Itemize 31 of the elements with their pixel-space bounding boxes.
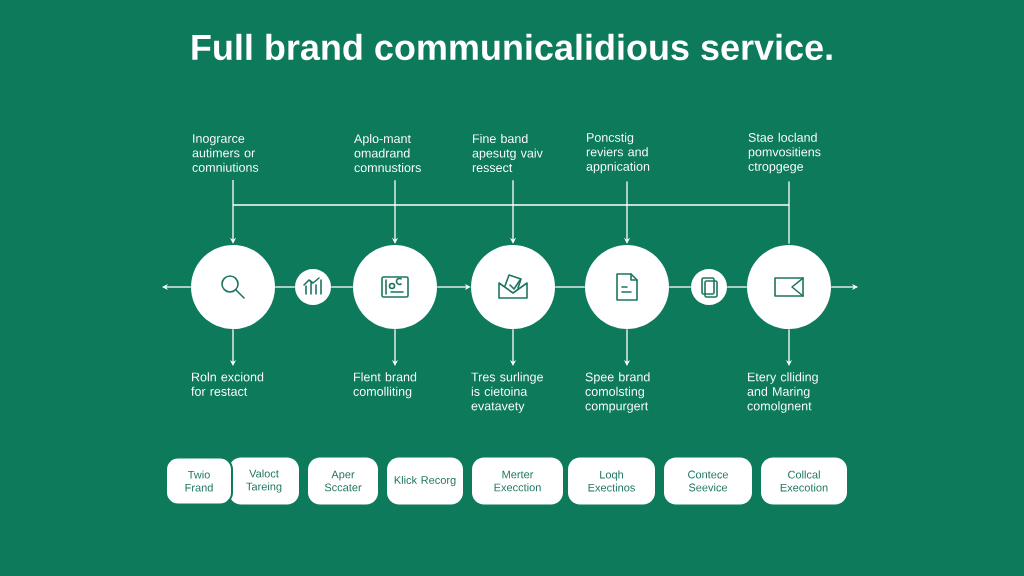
step-text: Roln exciond for restact: [191, 372, 264, 396]
step-circle: [295, 269, 331, 305]
step-text: Tres surlinge is cietoina evatavety: [471, 372, 543, 413]
service-pill: Merter Execction: [472, 457, 563, 505]
connector: [668, 286, 692, 288]
step-circle: [353, 245, 437, 329]
step-text: Aplo-mant omadrand comnustiors: [354, 133, 421, 173]
title: Full brand communicalidious service.: [192, 33, 832, 61]
step-circle: [191, 245, 275, 329]
step-text: Inograrce autimers or comniutions: [192, 134, 259, 172]
service-pill: Contece Seevice: [664, 457, 752, 505]
step-text: Poncstig reviers and appnication: [586, 132, 650, 174]
service-pill: Aper Sccater: [308, 457, 378, 505]
connector: [788, 180, 790, 245]
connector: [330, 286, 354, 288]
step-circle: [691, 269, 727, 305]
connector: [726, 286, 748, 288]
service-pill: Klick Recorg: [387, 457, 463, 505]
step-circle: [747, 245, 831, 329]
step-text: Flent brand comolliting: [353, 372, 417, 399]
service-pill: Loqh Exectinos: [568, 457, 655, 505]
step-text: Fine band apesutg vaiv ressect: [472, 133, 543, 173]
step-circle: [585, 245, 669, 329]
service-pill: Collcal Execotion: [761, 457, 847, 505]
connector: [554, 286, 586, 288]
step-text: Etery clliding and Maring comolgnent: [747, 372, 818, 413]
step-text: Stae locland pomvositiens ctropgege: [748, 132, 821, 174]
step-text: Spee brand comolsting compurgert: [585, 372, 650, 413]
service-pill: Twio Frand: [165, 456, 233, 506]
connector: [274, 286, 296, 288]
step-circle: [471, 245, 555, 329]
